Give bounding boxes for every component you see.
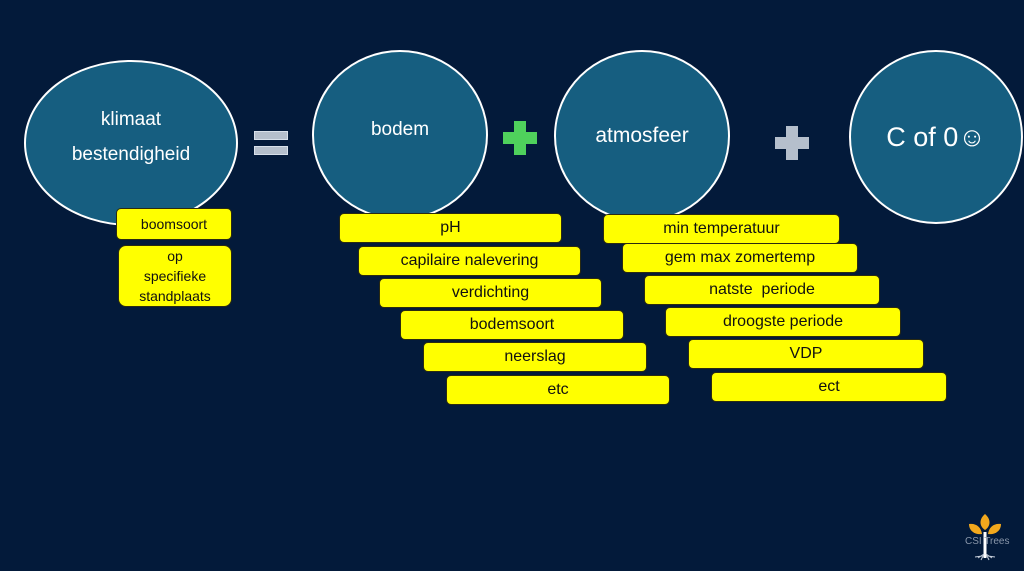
node-klimaat-bestendigheid: klimaat bestendigheid <box>24 60 238 226</box>
node-label: atmosfeer <box>595 124 689 147</box>
tag-natste-periode: natste periode <box>644 275 880 305</box>
tag-label: capilaire nalevering <box>400 252 539 269</box>
tag-bodemsoort: bodemsoort <box>400 310 624 340</box>
tag-label: pH <box>440 219 461 236</box>
tag-ph: pH <box>339 213 562 243</box>
tag-etc: etc <box>446 375 670 405</box>
tag-vdp: VDP <box>688 339 924 369</box>
tag-label: bodemsoort <box>469 316 555 333</box>
tag-capilaire-nalevering: capilaire nalevering <box>358 246 581 276</box>
tag-min-temperatuur: min temperatuur <box>603 214 840 244</box>
tag-label-line-1: op <box>167 248 183 264</box>
plus-vertical <box>786 126 798 160</box>
node-label-line-1: klimaat <box>100 109 162 130</box>
node-label: C of 0☺ <box>886 121 986 152</box>
tag-verdichting: verdichting <box>379 278 602 308</box>
tag-label: VDP <box>789 345 823 362</box>
tag-specifieke-standplaats: op specifieke standplaats <box>118 245 232 307</box>
tag-ect: ect <box>711 372 947 402</box>
plus-icon-green <box>503 121 537 155</box>
tag-label: etc <box>547 381 569 398</box>
tag-label: verdichting <box>451 284 530 301</box>
equals-icon <box>254 131 288 157</box>
tag-neerslag: neerslag <box>423 342 647 372</box>
node-c-of-0: C of 0☺ <box>849 50 1023 224</box>
node-label: bodem <box>370 119 430 140</box>
tag-label: min temperatuur <box>663 220 780 237</box>
tag-gem-max-zomertemp: gem max zomertemp <box>622 243 858 273</box>
logo-text: CSI Trees <box>965 536 1010 547</box>
equals-bar-bottom <box>254 146 288 155</box>
tag-label-line-2: specifieke <box>143 268 207 284</box>
tree-logo-icon <box>969 514 1001 561</box>
csi-trees-logo: CSI Trees <box>964 510 1020 566</box>
plus-icon-grey <box>775 126 809 160</box>
node-label-line-2: bestendigheid <box>71 144 191 165</box>
tag-label: ect <box>818 378 840 395</box>
node-atmosfeer: atmosfeer <box>554 50 730 222</box>
node-bodem: bodem <box>312 50 488 220</box>
tag-label-line-3: standplaats <box>139 288 211 304</box>
tag-boomsoort: boomsoort <box>116 208 232 240</box>
equals-bar-top <box>254 131 288 140</box>
tag-label: boomsoort <box>140 216 208 232</box>
tag-label: gem max zomertemp <box>664 249 816 266</box>
plus-vertical <box>514 121 526 155</box>
tag-label: droogste periode <box>722 313 844 330</box>
tag-label: natste periode <box>709 281 815 298</box>
tag-label: neerslag <box>504 348 566 365</box>
tag-droogste-periode: droogste periode <box>665 307 901 337</box>
